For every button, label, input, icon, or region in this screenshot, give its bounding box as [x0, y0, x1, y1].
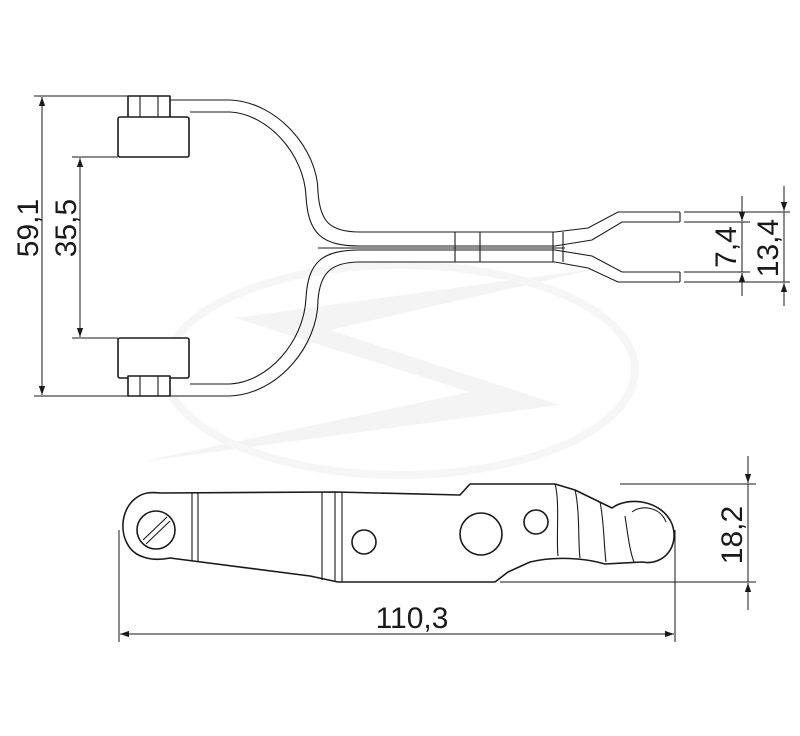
- small-hole: [351, 529, 377, 555]
- watermark-logo: [140, 261, 639, 479]
- dimension-label-side-height: 18,2: [716, 506, 749, 564]
- dimension-label-overall-height: 59,1: [12, 199, 45, 257]
- dimension-tip-gap: 7,4: [684, 196, 750, 296]
- lower-roller: [117, 337, 190, 397]
- screw-head: [136, 510, 176, 550]
- upper-roller: [117, 95, 190, 158]
- top-view-part: [117, 95, 681, 397]
- dimension-side-height: 18,2: [500, 456, 756, 610]
- dimension-label-roller-spacing: 35,5: [50, 199, 83, 257]
- side-view-part: [122, 483, 675, 583]
- dimension-overall-length: 110,3: [118, 530, 676, 642]
- dimension-tip-width: 13,4: [684, 186, 790, 306]
- dimension-roller-spacing: 35,5: [50, 156, 118, 339]
- dimension-overall-height: 59,1: [12, 95, 128, 397]
- small-hole: [523, 509, 549, 535]
- large-hole: [459, 512, 503, 556]
- dimension-label-tip-width: 13,4: [752, 219, 785, 277]
- dimension-label-overall-length: 110,3: [376, 602, 449, 635]
- dimension-label-tip-gap: 7,4: [710, 226, 743, 268]
